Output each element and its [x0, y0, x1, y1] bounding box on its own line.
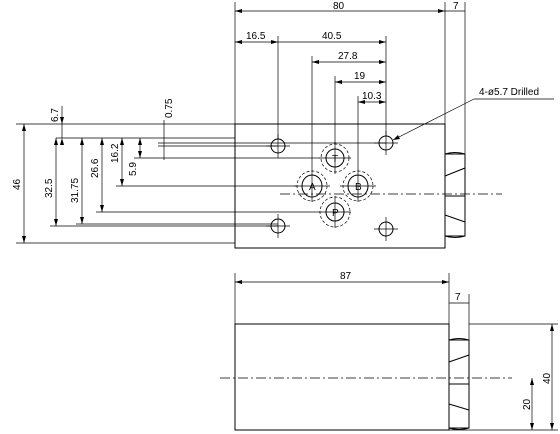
dim-80-label: 80: [333, 1, 345, 12]
side-view: 87 7 40 20: [220, 271, 558, 431]
dim-19: 19: [334, 71, 386, 143]
dim-0-75-label: 0.75: [164, 98, 175, 118]
dim-46: 46: [12, 123, 235, 244]
dim-16-5-label: 16.5: [246, 31, 266, 42]
dim-27-8: 27.8: [311, 51, 386, 171]
dim-6-7-label: 6.7: [50, 108, 61, 122]
dim-20: 20: [522, 378, 534, 430]
dim-10-3-label: 10.3: [362, 91, 382, 102]
dim-87-label: 87: [340, 271, 352, 282]
valve-body-side: [234, 323, 450, 431]
dim-26-6: 26.6: [90, 138, 320, 213]
dim-7-side: 7: [449, 292, 470, 340]
dim-40-5-label: 40.5: [322, 31, 342, 42]
port-t-label: T: [332, 154, 338, 165]
port-p: P: [319, 196, 351, 228]
dim-7-top-label: 7: [453, 1, 459, 12]
hex-nut-side: [448, 338, 470, 430]
dim-26-6-label: 26.6: [90, 158, 101, 178]
dim-16-2: 16.2: [110, 138, 297, 187]
dim-80: 80: [234, 1, 446, 154]
dim-20-label: 20: [522, 398, 533, 410]
dim-6-7: 6.7: [50, 106, 235, 145]
dim-27-8-label: 27.8: [338, 51, 358, 62]
dim-32-5: 32.5: [44, 138, 278, 227]
dim-40-label: 40: [542, 372, 553, 384]
dim-46-label: 46: [12, 178, 23, 190]
dim-40-5: 40.5: [278, 31, 387, 136]
port-a-label: A: [309, 182, 316, 193]
dim-16-2-label: 16.2: [110, 143, 121, 163]
dim-87: 87: [234, 271, 450, 340]
drilled-callout: 4-ø5.7 Drilled: [392, 87, 554, 141]
hex-nut-top: [444, 152, 466, 238]
port-p-label: P: [332, 208, 339, 219]
dim-10-3: 10.3: [357, 91, 386, 171]
dim-40: 40: [449, 323, 558, 431]
dim-31-75: 31.75: [70, 138, 278, 225]
dim-5-9: 5.9: [128, 138, 320, 176]
dim-0-75: 0.75: [158, 98, 386, 160]
port-t: T: [319, 142, 351, 174]
dim-7-side-label: 7: [455, 292, 461, 303]
port-a: A: [294, 170, 330, 202]
port-b: B: [340, 170, 376, 202]
dim-5-9-label: 5.9: [128, 162, 139, 176]
dim-32-5-label: 32.5: [44, 178, 55, 198]
top-view: T A B P 80: [12, 1, 554, 249]
drilled-callout-label: 4-ø5.7 Drilled: [479, 87, 539, 98]
dim-31-75-label: 31.75: [70, 178, 81, 203]
dim-7-top: 7: [445, 1, 466, 154]
port-b-label: B: [355, 182, 362, 193]
dim-16-5: 16.5: [235, 31, 279, 139]
dim-19-label: 19: [354, 71, 366, 82]
